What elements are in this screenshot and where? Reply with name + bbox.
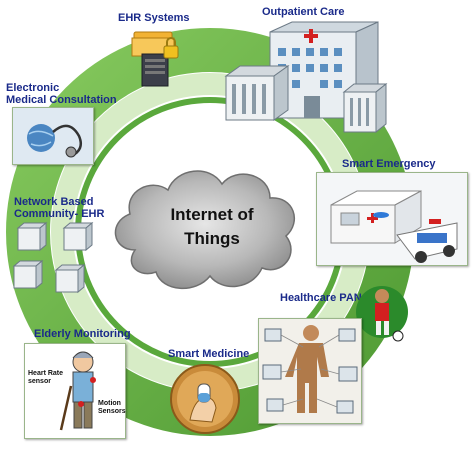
center-title: Internet of Things — [152, 203, 272, 251]
network-ehr-label: Network Based Community- EHR — [14, 196, 104, 220]
stethoscope-globe-icon — [13, 108, 93, 164]
pill-hand-icon — [170, 364, 240, 434]
center-title-line1: Internet of — [170, 205, 254, 224]
pan-panel — [258, 318, 362, 424]
elderly-panel — [24, 343, 126, 439]
buildings-icon — [12, 221, 94, 294]
elderly-man-icon — [25, 344, 125, 438]
motion-sensors-label: Motion Sensors — [98, 400, 126, 416]
emergency-panel — [316, 172, 468, 266]
heart-rate-sensor-label: Heart Rate sensor — [28, 370, 63, 386]
smart-medicine-label: Smart Medicine — [168, 348, 250, 360]
network-ehr-line1: Network Based — [14, 196, 94, 208]
folder-lock-icon — [131, 31, 179, 87]
smart-emergency-label: Smart Emergency — [342, 158, 436, 170]
network-ehr-line2: Community- EHR — [14, 208, 105, 220]
electronic-consultation-line1: Electronic — [6, 82, 60, 94]
motion-line2: Sensors — [98, 408, 126, 415]
heart-rate-line2: sensor — [28, 378, 51, 385]
outpatient-care-label: Outpatient Care — [262, 6, 345, 18]
hospital-icon — [224, 21, 388, 134]
cloud-icon — [114, 170, 296, 290]
body-network-icon — [259, 319, 361, 423]
heart-rate-line1: Heart Rate — [28, 370, 64, 377]
center-title-line2: Things — [184, 229, 240, 248]
ambulance-icon — [317, 173, 467, 265]
elderly-monitoring-label: Elderly Monitoring — [34, 328, 131, 340]
ehr-systems-label: EHR Systems — [118, 12, 190, 24]
motion-line1: Motion — [98, 400, 121, 407]
electronic-consultation-line2: Medical Consultation — [6, 94, 117, 106]
healthcare-pan-label: Healthcare PAN — [280, 292, 362, 304]
electronic-consultation-label: Electronic Medical Consultation — [6, 82, 117, 106]
consultation-panel — [12, 107, 94, 165]
soccer-player-icon — [356, 286, 408, 342]
